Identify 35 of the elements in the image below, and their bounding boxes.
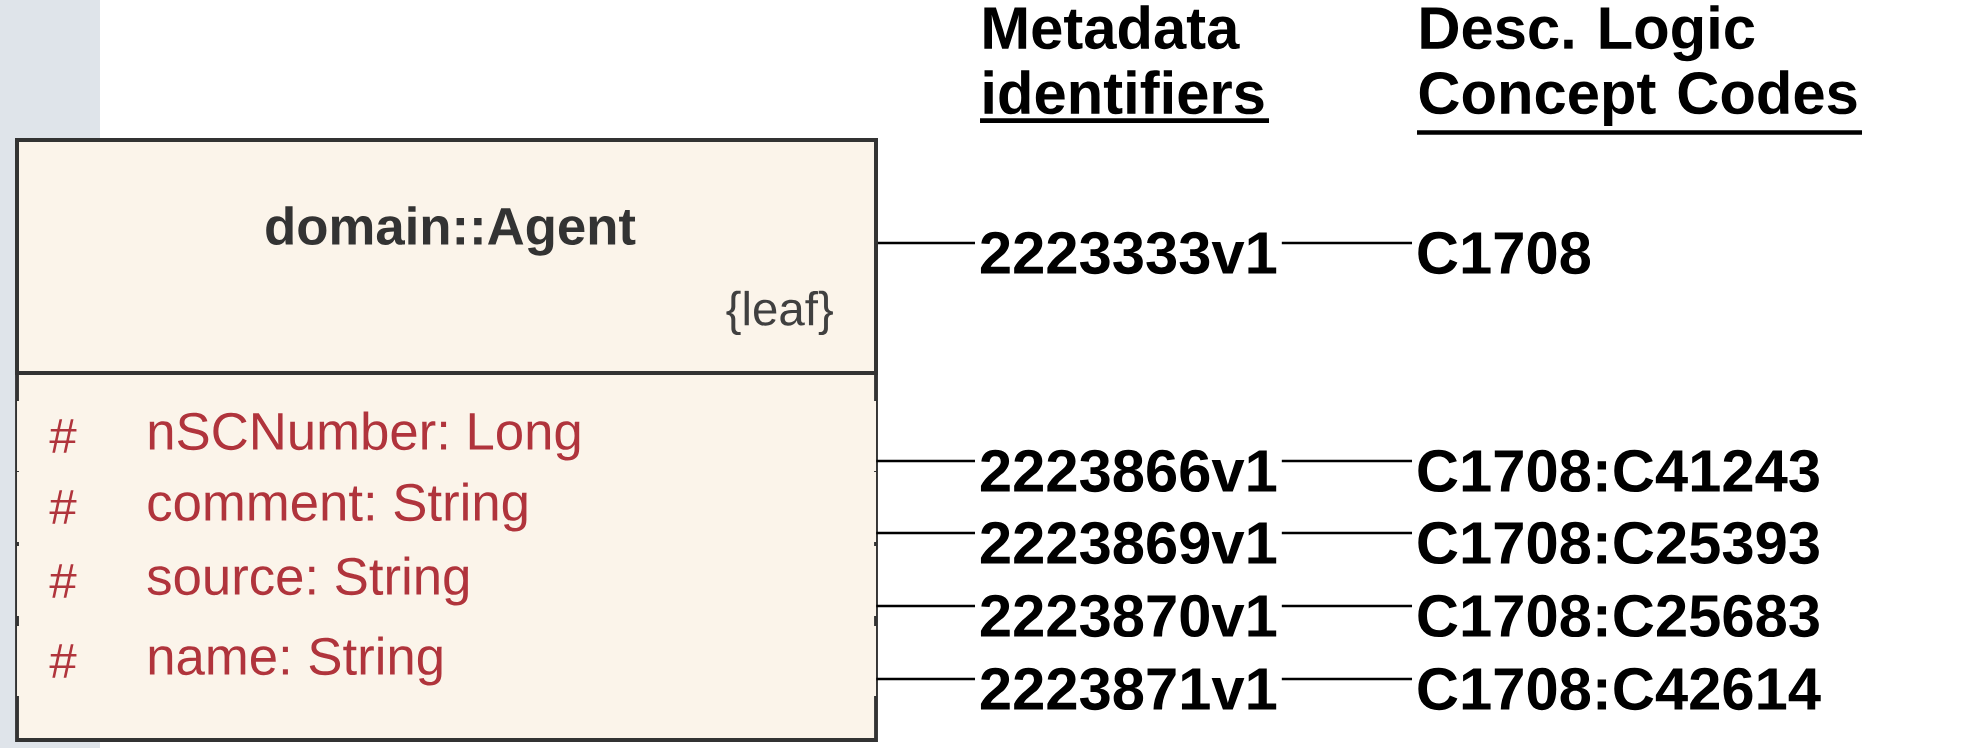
node-label: source: String [147, 556, 469, 606]
leader-line [1281, 531, 1412, 535]
identifier: 2223871v1 [980, 667, 1277, 711]
identifier: 2223866v1 [980, 449, 1277, 493]
concept-code: C1708:C25683 [1418, 594, 1819, 638]
attribute-row: # source: String [17, 546, 876, 616]
attribute-row: # comment: String [17, 472, 876, 542]
leader-line [1281, 604, 1412, 608]
node-label: # [49, 564, 77, 598]
identifier: 2223333v1 [980, 231, 1277, 275]
class-header: domain::Agent {leaf} [15, 138, 878, 375]
concept-code: C1708:C42614 [1418, 667, 1821, 711]
identifier: 2223869v1 [980, 521, 1277, 565]
leader-line [876, 604, 975, 608]
concept-code: C1708 [1418, 231, 1591, 275]
leader-line [876, 459, 975, 463]
leader-line [1281, 241, 1412, 245]
leader-line [1281, 677, 1412, 681]
node-label: comment: String [148, 482, 527, 532]
column-header: Desc. Logic Concept Codes [1417, 5, 1862, 135]
leader-line [1281, 459, 1412, 463]
concept-code: C1708:C41243 [1418, 449, 1819, 493]
leader-line [876, 677, 975, 681]
node-label: # [49, 419, 77, 453]
leader-line [876, 531, 975, 535]
concept-code: C1708:C25393 [1418, 521, 1819, 565]
column-header: Metadata identifiers [980, 5, 1269, 123]
identifier: 2223870v1 [980, 594, 1277, 638]
attribute-row: # nSCNumber: Long [17, 401, 876, 471]
node-label: nSCNumber: Long [149, 411, 580, 461]
attribute-row: # name: String [17, 626, 876, 696]
node-label: # [49, 490, 77, 524]
node-label: # [49, 644, 77, 678]
node-label: name: String [149, 636, 442, 686]
leader-line [877, 241, 975, 245]
